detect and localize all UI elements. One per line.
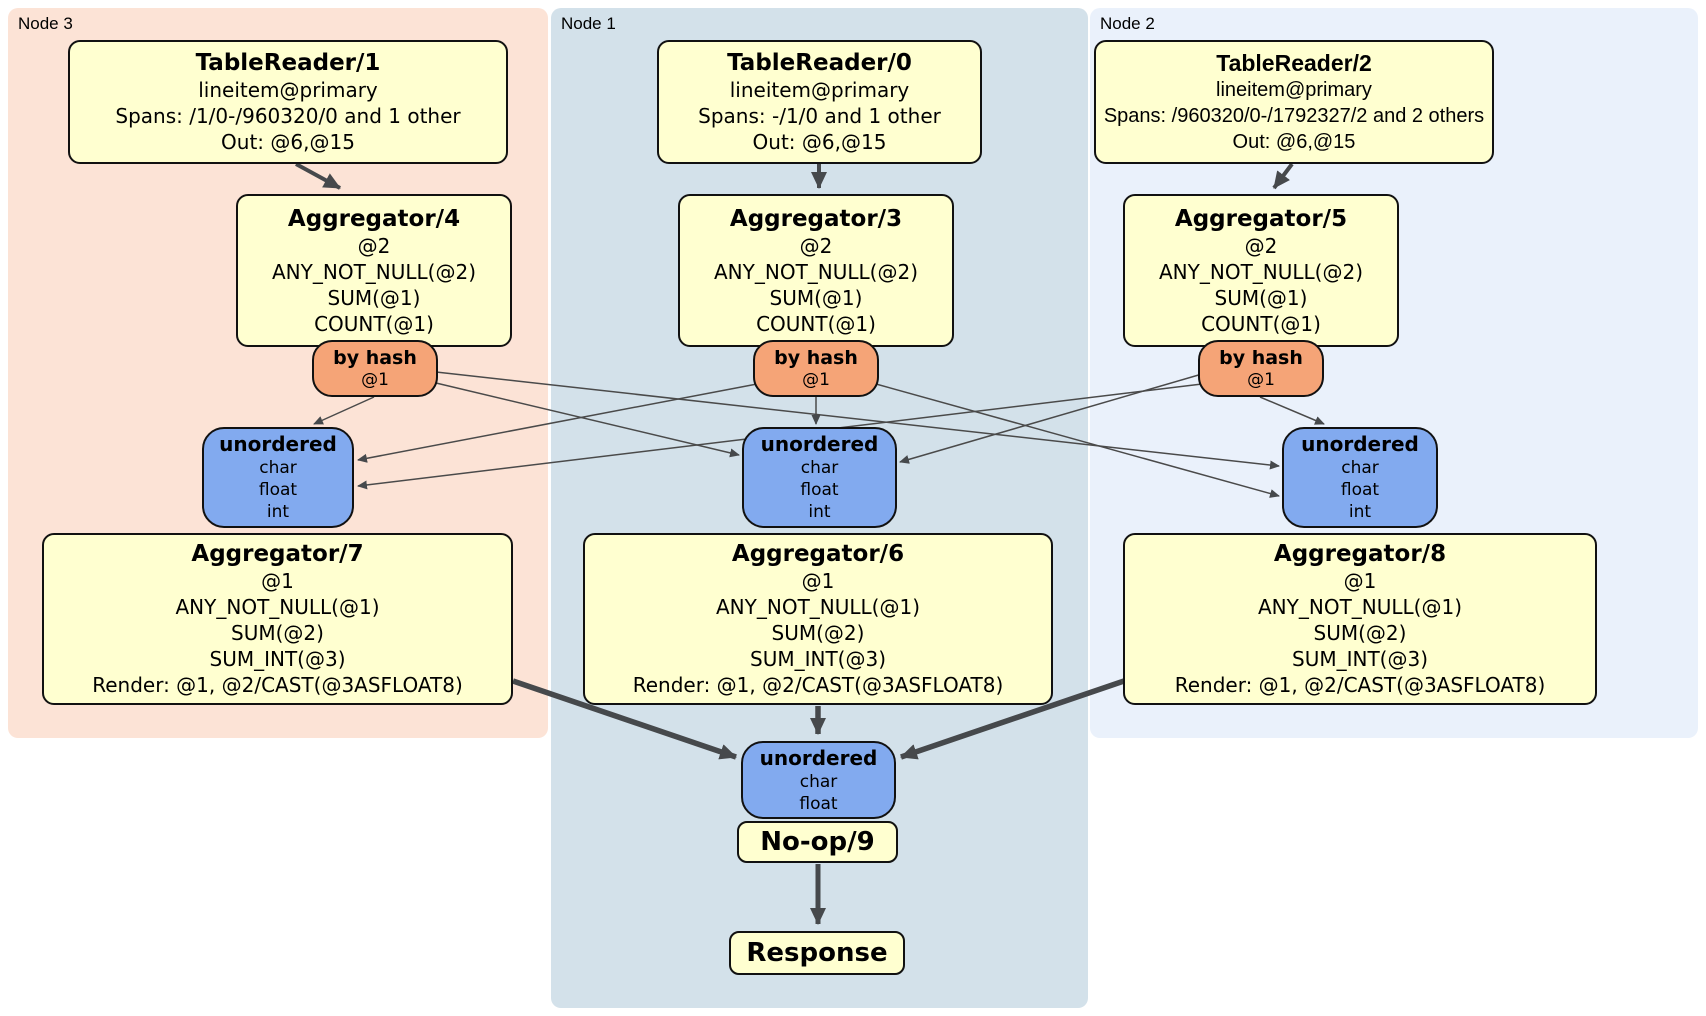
box-line: COUNT(@1) [1201, 311, 1321, 336]
response-box: Response [729, 931, 905, 975]
router-detail: @1 [361, 370, 389, 390]
router-detail: @1 [802, 370, 830, 390]
box-line: ANY_NOT_NULL(@1) [1258, 595, 1462, 619]
sync-line: float [258, 480, 298, 500]
box-line: SUM(@2) [231, 621, 324, 645]
box-title: Aggregator/7 [191, 541, 364, 567]
box-line: Spans: /960320/0-/1792327/2 and 2 others [1103, 105, 1485, 127]
sync-line: char [259, 458, 297, 478]
sync-line: int [266, 502, 290, 522]
aggregator-7-box: Aggregator/7 @1 ANY_NOT_NULL(@1) SUM(@2)… [42, 533, 513, 705]
box-line: @2 [799, 233, 833, 258]
aggregator-3-box: Aggregator/3 @2 ANY_NOT_NULL(@2) SUM(@1)… [678, 194, 954, 347]
aggregator-4-box: Aggregator/4 @2 ANY_NOT_NULL(@2) SUM(@1)… [236, 194, 512, 347]
box-title: Aggregator/6 [731, 541, 905, 567]
box-title: No-op/9 [760, 827, 875, 857]
sync-title: unordered [759, 745, 878, 770]
tablereader-1-box: TableReader/1 lineitem@primary Spans: /1… [68, 40, 508, 164]
box-title: TableReader/2 [1216, 50, 1372, 76]
box-line: SUM_INT(@3) [209, 647, 346, 671]
sync-line: float [799, 793, 838, 814]
box-line: Spans: -/1/0 and 1 other [698, 104, 941, 128]
box-line: Out: @6,@15 [1232, 131, 1356, 153]
by-hash-router-node3: by hash @1 [312, 340, 438, 397]
box-line: lineitem@primary [198, 78, 378, 102]
box-line: SUM(@2) [771, 621, 865, 645]
aggregator-5-box: Aggregator/5 @2 ANY_NOT_NULL(@2) SUM(@1)… [1123, 194, 1399, 347]
panel-node-1-label: Node 1 [561, 14, 616, 33]
box-line: COUNT(@1) [756, 311, 876, 336]
box-line: @1 [261, 569, 294, 593]
tablereader-0-box: TableReader/0 lineitem@primary Spans: -/… [657, 40, 982, 164]
box-line: @1 [801, 569, 835, 593]
box-line: lineitem@primary [729, 78, 910, 102]
box-line: ANY_NOT_NULL(@2) [714, 259, 918, 284]
box-line: SUM(@1) [327, 285, 421, 310]
box-title: TableReader/1 [195, 50, 381, 76]
box-line: ANY_NOT_NULL(@1) [175, 595, 380, 619]
box-title: Aggregator/8 [1273, 541, 1447, 567]
box-line: SUM_INT(@3) [1292, 647, 1428, 671]
unordered-sync-node2: unordered char float int [1282, 427, 1438, 528]
noop-9-box: No-op/9 [737, 821, 898, 863]
box-line: Out: @6,@15 [752, 130, 887, 154]
box-title: Aggregator/3 [729, 205, 903, 232]
box-line: lineitem@primary [1216, 79, 1372, 101]
box-title: Aggregator/5 [1174, 205, 1348, 232]
box-line: SUM_INT(@3) [750, 647, 886, 671]
box-title: Response [746, 938, 888, 968]
sync-line: float [800, 480, 839, 500]
aggregator-8-box: Aggregator/8 @1 ANY_NOT_NULL(@1) SUM(@2)… [1123, 533, 1597, 705]
sync-line: int [1348, 502, 1372, 522]
sync-line: char [800, 458, 839, 478]
sync-line: int [808, 502, 831, 522]
box-line: @1 [1343, 569, 1377, 593]
box-line: COUNT(@1) [314, 311, 434, 336]
panel-node-2-label: Node 2 [1100, 14, 1155, 33]
box-line: SUM(@2) [1313, 621, 1407, 645]
box-line: @2 [1244, 233, 1278, 258]
box-line: ANY_NOT_NULL(@2) [272, 259, 476, 284]
box-line: SUM(@1) [1214, 285, 1308, 310]
router-title: by hash [1219, 347, 1303, 369]
box-line: Render: @1, @2/CAST(@3ASFLOAT8) [632, 673, 1004, 697]
box-title: Aggregator/4 [287, 205, 461, 232]
router-detail: @1 [1247, 370, 1275, 390]
router-title: by hash [774, 347, 858, 369]
box-line: Out: @6,@15 [221, 130, 355, 154]
box-line: ANY_NOT_NULL(@2) [1159, 259, 1363, 284]
unordered-sync-node3: unordered char float int [202, 427, 354, 528]
box-line: Render: @1, @2/CAST(@3ASFLOAT8) [92, 673, 463, 697]
by-hash-router-node2: by hash @1 [1198, 340, 1324, 397]
unordered-sync-final: unordered char float [741, 741, 896, 819]
panel-node-3-label: Node 3 [18, 14, 73, 33]
box-line: @2 [357, 233, 391, 258]
sync-title: unordered [219, 432, 337, 456]
sync-line: char [1341, 458, 1379, 478]
sync-title: unordered [1301, 432, 1419, 456]
tablereader-2-box: TableReader/2 lineitem@primary Spans: /9… [1094, 40, 1494, 164]
box-title: TableReader/0 [727, 50, 912, 76]
sync-title: unordered [760, 432, 879, 456]
box-line: ANY_NOT_NULL(@1) [716, 595, 920, 619]
by-hash-router-node1: by hash @1 [753, 340, 879, 397]
router-title: by hash [333, 347, 417, 369]
sync-line: float [1340, 480, 1380, 500]
box-line: Render: @1, @2/CAST(@3ASFLOAT8) [1174, 673, 1546, 697]
sync-line: char [799, 771, 838, 792]
box-line: SUM(@1) [769, 285, 863, 310]
box-line: Spans: /1/0-/960320/0 and 1 other [115, 104, 461, 128]
unordered-sync-node1: unordered char float int [742, 427, 897, 528]
aggregator-6-box: Aggregator/6 @1 ANY_NOT_NULL(@1) SUM(@2)… [583, 533, 1053, 705]
